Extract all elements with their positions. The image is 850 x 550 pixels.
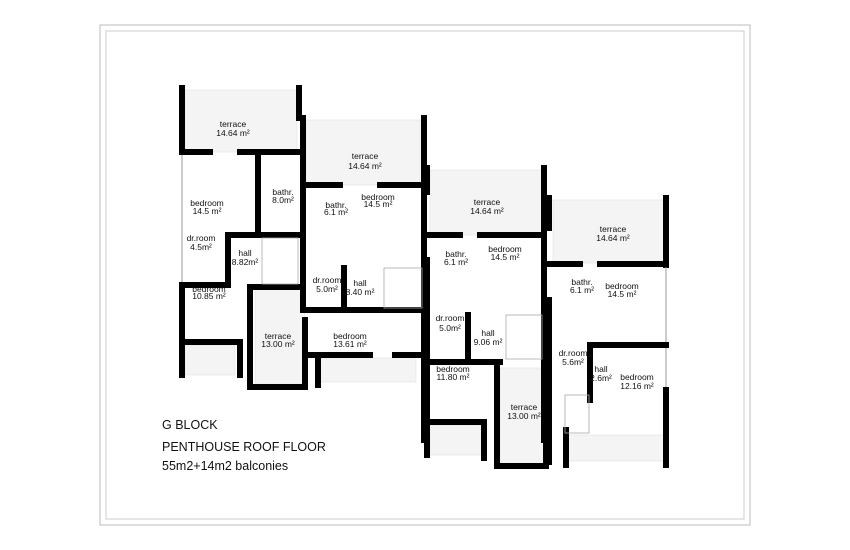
area-label: 55m2+14m2 balconies [162, 459, 289, 473]
svg-text:bathr.6.1 m²: bathr.6.1 m² [444, 249, 468, 267]
svg-text:bathr.8.0m²: bathr.8.0m² [272, 187, 294, 205]
inner-frame [105, 30, 745, 520]
floor-label: PENTHOUSE ROOF FLOOR [162, 440, 326, 454]
outer-frame [99, 24, 751, 526]
stairs [261, 237, 590, 434]
block-label: G BLOCK [162, 418, 218, 432]
svg-text:bathr.6.1 m²: bathr.6.1 m² [324, 200, 348, 217]
walls [179, 85, 669, 469]
room-name: terrace [220, 119, 247, 129]
terrace-fills [184, 89, 666, 465]
svg-text:bathr.6.1 m²: bathr.6.1 m² [570, 277, 594, 295]
